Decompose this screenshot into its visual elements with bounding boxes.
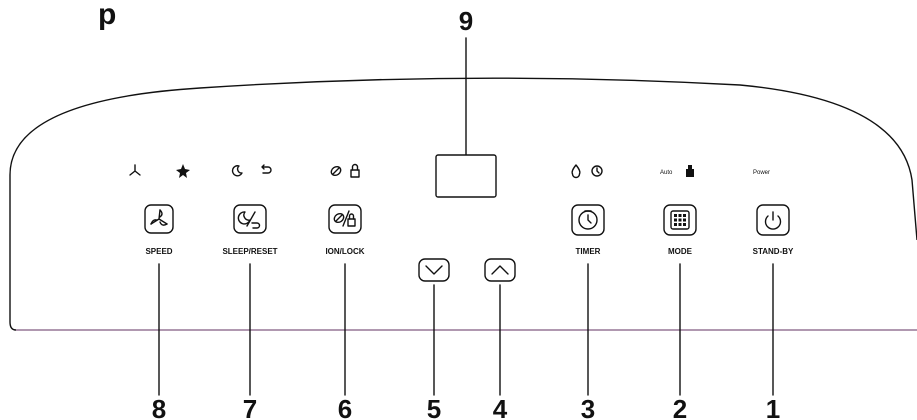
up-button[interactable] bbox=[484, 258, 516, 282]
indicator-fan-high-icon bbox=[176, 164, 190, 178]
indicator-reset-icon bbox=[261, 164, 272, 174]
power-icon bbox=[764, 211, 782, 230]
speed-button[interactable] bbox=[144, 204, 174, 234]
mode-grid-icon bbox=[670, 210, 690, 230]
indicator-ion-icon bbox=[330, 165, 342, 177]
indicator-sleep-icon bbox=[231, 165, 243, 177]
callout-number-4: 4 bbox=[493, 394, 508, 420]
indicator-water-drop-icon bbox=[571, 164, 581, 179]
sleep-reset-icon bbox=[237, 211, 261, 229]
mode-button-label: MODE bbox=[668, 247, 693, 256]
timer-icon bbox=[578, 210, 598, 230]
mode-button[interactable] bbox=[663, 204, 697, 236]
indicator-power-label: Power bbox=[753, 170, 770, 176]
ion-lock-button-label: ION/LOCK bbox=[325, 247, 364, 256]
display-number-label: 9 bbox=[459, 6, 473, 36]
callout-number-2: 2 bbox=[673, 394, 687, 420]
stand-by-button-label: STAND-BY bbox=[753, 247, 794, 256]
callout-number-8: 8 bbox=[152, 394, 166, 420]
indicator-fan-low-icon bbox=[129, 164, 141, 176]
panel-outline bbox=[9, 77, 917, 331]
indicator-dehumidifier-icon bbox=[686, 165, 694, 177]
indicator-timer-icon bbox=[591, 165, 603, 177]
indicator-auto-label: Auto bbox=[660, 170, 673, 176]
callout-number-6: 6 bbox=[338, 394, 352, 420]
display-window bbox=[435, 154, 497, 198]
timer-button[interactable] bbox=[571, 204, 605, 236]
chevron-up-icon bbox=[491, 265, 509, 275]
callout-number-3: 3 bbox=[581, 394, 595, 420]
callout-number-5: 5 bbox=[427, 394, 441, 420]
fan-icon bbox=[150, 209, 168, 226]
sleep-reset-button-label: SLEEP/RESET bbox=[222, 247, 277, 256]
callout-number-1: 1 bbox=[766, 394, 780, 420]
chevron-down-icon bbox=[425, 265, 443, 275]
down-button[interactable] bbox=[418, 258, 450, 282]
ion-lock-icon bbox=[333, 210, 356, 227]
section-heading: p bbox=[98, 0, 116, 31]
stand-by-button[interactable] bbox=[756, 204, 790, 236]
callout-number-7: 7 bbox=[243, 394, 257, 420]
ion-lock-button[interactable] bbox=[328, 204, 362, 234]
speed-button-label: SPEED bbox=[145, 247, 172, 256]
timer-button-label: TIMER bbox=[576, 247, 601, 256]
indicator-lock-icon bbox=[350, 163, 360, 178]
sleep-reset-button[interactable] bbox=[233, 204, 267, 234]
